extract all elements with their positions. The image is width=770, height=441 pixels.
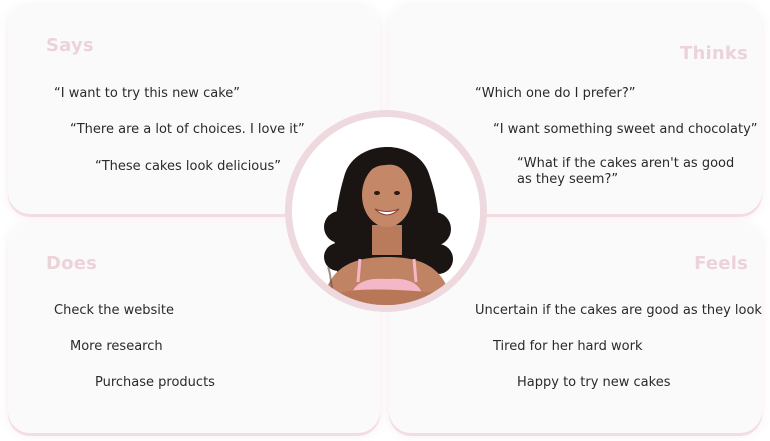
- does-item: More research: [70, 339, 163, 354]
- does-item: Check the website: [54, 303, 174, 318]
- persona-avatar: [292, 117, 480, 305]
- feels-title: Feels: [694, 253, 748, 274]
- says-item: “I want to try this new cake”: [54, 86, 240, 101]
- says-item: “These cakes look delicious”: [95, 159, 282, 174]
- feels-item: Tired for her hard work: [493, 339, 643, 354]
- says-item: “There are a lot of choices. I love it”: [70, 122, 305, 137]
- says-title: Says: [46, 35, 94, 56]
- avatar-ring: [285, 110, 487, 312]
- persona-photo-icon: [322, 147, 453, 305]
- does-title: Does: [46, 253, 98, 274]
- thinks-item: “Which one do I prefer?”: [475, 86, 636, 101]
- thinks-item: “What if the cakes aren't as good as the…: [517, 156, 735, 187]
- thinks-item: “I want something sweet and chocolaty”: [493, 122, 758, 137]
- feels-item: Uncertain if the cakes are good as they …: [475, 303, 762, 318]
- does-item: Purchase products: [95, 375, 215, 390]
- feels-item: Happy to try new cakes: [517, 375, 671, 390]
- thinks-quadrant: Thinks “Which one do I prefer?” “I want …: [389, 4, 762, 214]
- thinks-title: Thinks: [680, 43, 748, 64]
- says-quadrant: Says “I want to try this new cake” “Ther…: [8, 4, 380, 214]
